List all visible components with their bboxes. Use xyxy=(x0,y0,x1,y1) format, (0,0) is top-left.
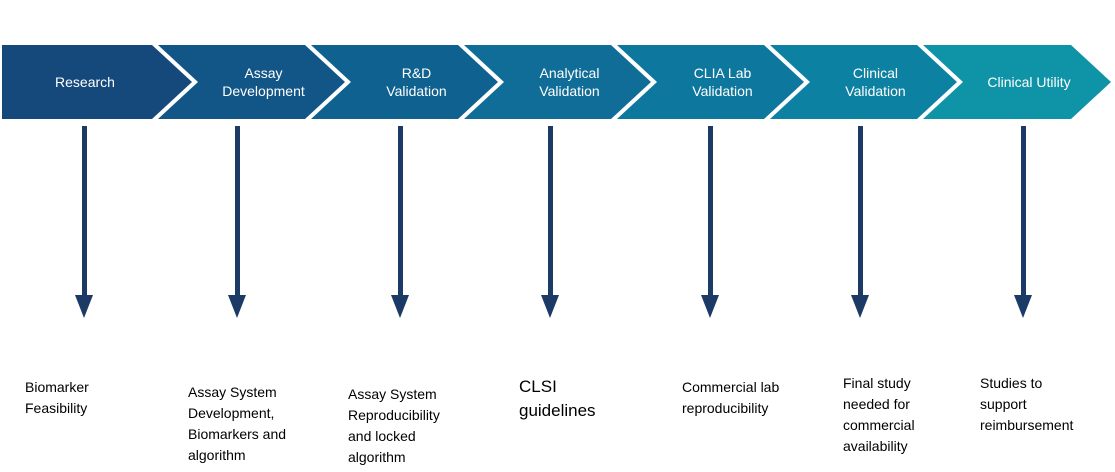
arrow-head xyxy=(701,295,719,318)
down-arrow-icon-assay-development xyxy=(228,126,246,318)
arrow-stem xyxy=(707,126,713,295)
arrow-stem xyxy=(234,126,240,295)
arrow-head xyxy=(541,295,559,318)
arrow-head xyxy=(851,295,869,318)
stage-description-clia-lab-validation: Commercial lab reproducibility xyxy=(682,379,780,416)
arrow-stem xyxy=(547,126,553,295)
down-arrow-icon-research xyxy=(75,126,93,318)
stage-label-clia-lab-validation: CLIA Lab Validation xyxy=(692,64,753,99)
stage-label-analytical-validation: Analytical Validation xyxy=(539,64,600,99)
stage-description-clinical-utility: Studies to support reimbursement xyxy=(980,375,1074,433)
stage-description-research: Biomarker Feasibility xyxy=(25,379,89,416)
stage-description-clinical-validation: Final study needed for commercial availa… xyxy=(843,375,915,454)
stage-label-rd-validation: R&D Validation xyxy=(386,64,447,99)
stage-label-assay-development: Assay Development xyxy=(222,64,305,99)
arrow-head xyxy=(1014,295,1032,318)
stage-label-clinical-utility: Clinical Utility xyxy=(987,73,1071,90)
arrow-head xyxy=(75,295,93,318)
stage-description-rd-validation: Assay System Reproducibility and locked … xyxy=(348,386,440,465)
stage-chevron-research: Research xyxy=(2,45,192,119)
arrow-stem xyxy=(1020,126,1026,295)
stage-label-research: Research xyxy=(55,73,115,90)
down-arrow-icon-rd-validation xyxy=(391,126,409,318)
down-arrow-icon-clia-lab-validation xyxy=(701,126,719,318)
arrow-stem xyxy=(397,126,403,295)
arrow-head xyxy=(391,295,409,318)
stage-description-analytical-validation: CLSI guidelines xyxy=(519,377,596,421)
arrow-stem xyxy=(857,126,863,295)
down-arrow-icon-clinical-utility xyxy=(1014,126,1032,318)
stage-label-clinical-validation: Clinical Validation xyxy=(845,64,906,99)
down-arrow-icon-clinical-validation xyxy=(851,126,869,318)
arrow-head xyxy=(228,295,246,318)
down-arrow-icon-analytical-validation xyxy=(541,126,559,318)
stage-description-assay-development: Assay System Development, Biomarkers and… xyxy=(188,384,287,463)
arrow-stem xyxy=(81,126,87,295)
